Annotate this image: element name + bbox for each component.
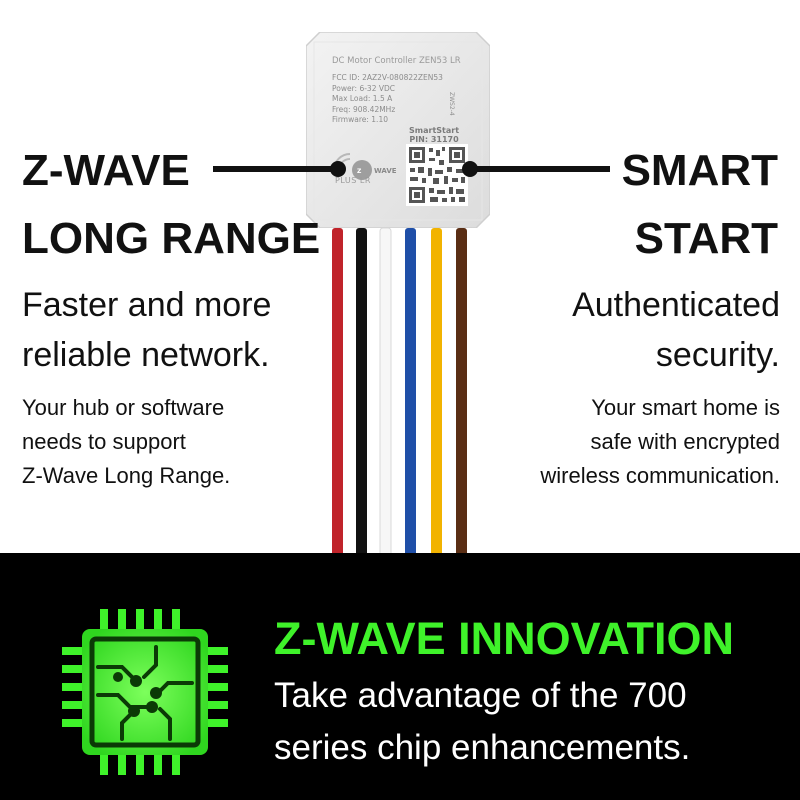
device-spec-list: FCC ID: 2AZ2V-080822ZEN53 Power: 6-32 VD…	[332, 73, 443, 126]
svg-text:Z: Z	[357, 168, 362, 175]
wire-brown	[456, 228, 467, 553]
long-range-lead: Faster and more reliable network.	[22, 280, 271, 380]
heading-line: Z-WAVE	[22, 146, 190, 195]
smartstart-pin-label: SmartStart PIN: 31170	[409, 126, 459, 144]
wire-blue	[405, 228, 416, 553]
device-spec-line: Freq: 908.42MHz	[332, 104, 396, 114]
heading-line: SMART	[621, 146, 778, 195]
right-callout-dot	[462, 161, 478, 177]
left-callout-line	[213, 166, 338, 172]
lead-line: Authenticated	[572, 286, 780, 324]
long-range-description: Your hub or software needs to support Z-…	[22, 391, 230, 493]
banner-title: Z-WAVE INNOVATION	[274, 613, 734, 664]
banner-body-line: Take advantage of the 700	[274, 676, 687, 715]
left-callout-dot	[330, 161, 346, 177]
motor-controller-device: Z WAVE DC Motor Controller ZEN53 LR FCC …	[306, 32, 490, 228]
banner-body: Take advantage of the 700 series chip en…	[274, 670, 690, 774]
device-side-code: ZWS2-4	[448, 92, 455, 116]
smart-start-heading: SMART START	[622, 137, 778, 273]
device-spec-line: FCC ID: 2AZ2V-080822ZEN53	[332, 73, 443, 82]
device-spec-line: Power: 6-32 VDC	[332, 83, 396, 93]
desc-line: Z-Wave Long Range.	[22, 463, 231, 488]
lead-line: reliable network.	[22, 336, 270, 374]
pin-label: PIN: 31170	[409, 135, 459, 144]
lead-line: Faster and more	[22, 286, 272, 324]
banner-body-line: series chip enhancements.	[274, 728, 691, 767]
wire-black	[356, 228, 367, 553]
desc-line: Your smart home is	[591, 395, 780, 420]
svg-text:WAVE: WAVE	[374, 167, 397, 175]
desc-line: needs to support	[22, 429, 186, 454]
device-wires	[332, 228, 467, 553]
heading-line: START	[634, 214, 778, 263]
lead-line: security.	[655, 336, 780, 374]
smart-start-description: Your smart home is safe with encrypted w…	[540, 391, 780, 493]
device-spec-line: Firmware: 1.10	[332, 115, 388, 125]
wire-white	[379, 228, 392, 553]
desc-line: wireless communication.	[540, 463, 780, 488]
product-area: Z WAVE DC Motor Controller ZEN53 LR FCC …	[22, 32, 780, 553]
wire-red	[332, 228, 343, 553]
plus-lr-label: PLUS LR	[335, 176, 371, 185]
right-callout-line	[470, 166, 610, 172]
wire-yellow	[431, 228, 442, 553]
long-range-heading: Z-WAVE LONG RANGE	[22, 137, 320, 273]
device-model-label: DC Motor Controller ZEN53 LR	[332, 56, 461, 66]
desc-line: safe with encrypted	[590, 429, 780, 454]
circuit-chip-icon	[62, 609, 228, 775]
smartstart-label: SmartStart	[409, 126, 460, 135]
qr-code	[406, 144, 468, 206]
smart-start-lead: Authenticated security.	[572, 280, 780, 380]
desc-line: Your hub or software	[22, 395, 225, 420]
device-spec-line: Max Load: 1.5 A	[332, 94, 393, 104]
heading-line: LONG RANGE	[22, 214, 321, 263]
